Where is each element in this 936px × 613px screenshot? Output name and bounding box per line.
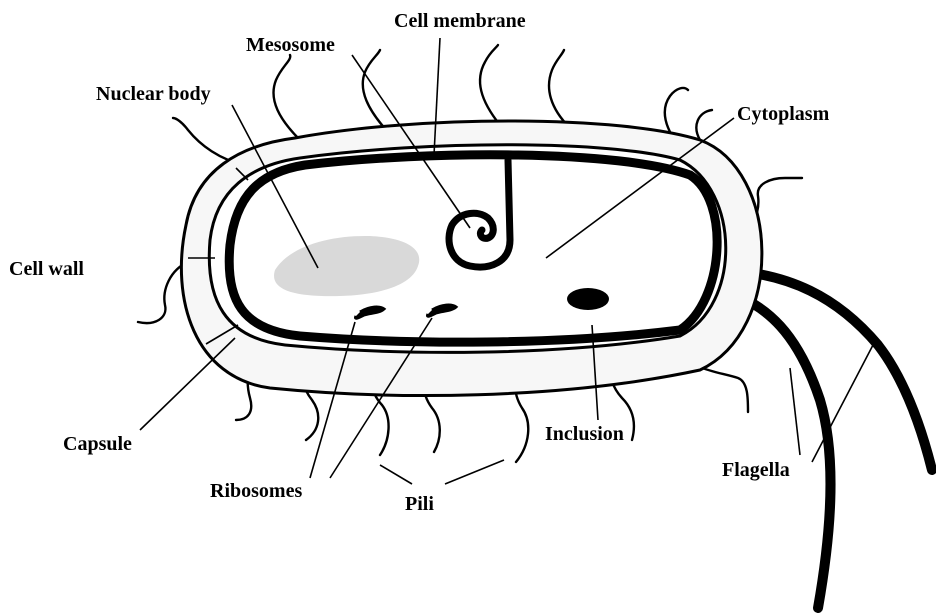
pilus	[363, 50, 388, 132]
label-cytoplasm: Cytoplasm	[737, 103, 830, 125]
label-cell-wall: Cell wall	[9, 258, 84, 280]
label-flagella: Flagella	[722, 459, 790, 481]
label-pili: Pili	[405, 493, 434, 515]
pilus	[480, 45, 500, 125]
label-capsule: Capsule	[63, 433, 132, 455]
pilus	[549, 50, 570, 128]
label-nuclear-body: Nuclear body	[96, 83, 211, 105]
pilus	[273, 55, 300, 140]
label-ribosomes: Ribosomes	[210, 480, 302, 502]
label-inclusion: Inclusion	[545, 423, 624, 445]
label-cell-membrane: Cell membrane	[394, 10, 526, 32]
label-mesosome: Mesosome	[246, 34, 335, 56]
inclusion	[567, 288, 609, 310]
